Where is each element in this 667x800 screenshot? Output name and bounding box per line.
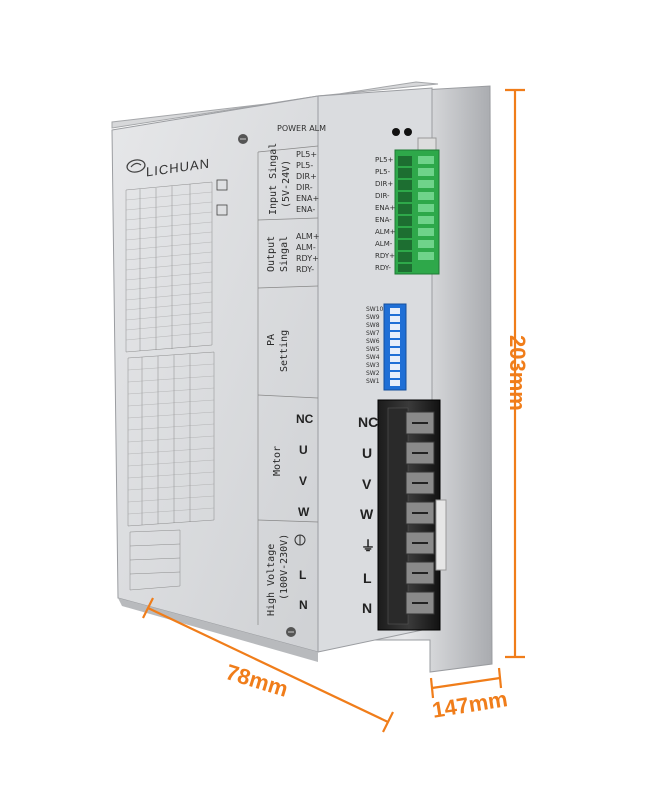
high-voltage-label: High Voltage bbox=[266, 543, 277, 616]
input-pin-5: ENA+ bbox=[296, 194, 320, 203]
screw-icon bbox=[238, 134, 296, 637]
sw-label-4: SW4 bbox=[366, 354, 380, 361]
output-pin-1: ALM+ bbox=[296, 232, 320, 241]
dimension-lines bbox=[142, 88, 525, 733]
sw-label-9: SW9 bbox=[366, 314, 380, 321]
conn-pin-2: PL5- bbox=[375, 168, 391, 176]
dip-switch-icon[interactable] bbox=[383, 303, 407, 391]
sw-label-5: SW5 bbox=[366, 346, 380, 353]
sw-label-10: SW10 bbox=[366, 306, 384, 313]
terminal-ground: ⏚ bbox=[361, 538, 375, 554]
conn-pin-9: RDY+ bbox=[375, 252, 396, 260]
conn-pin-7: ALM+ bbox=[375, 228, 396, 236]
pa-label: PA bbox=[266, 333, 277, 346]
sw-label-6: SW6 bbox=[366, 338, 380, 345]
terminal-w: W bbox=[360, 506, 374, 522]
conn-pin-4: DIR- bbox=[375, 192, 390, 200]
output-pin-2: ALM- bbox=[296, 243, 316, 252]
sw-label-2: SW2 bbox=[366, 370, 380, 377]
legend-table bbox=[129, 529, 181, 591]
sw-label-3: SW3 bbox=[366, 362, 380, 369]
current-table-rows bbox=[125, 191, 213, 341]
panel-terminal-n: N bbox=[299, 598, 308, 612]
conn-pin-10: RDY- bbox=[375, 264, 391, 272]
panel-terminal-w: W bbox=[298, 505, 310, 519]
output-signal-label: Output bbox=[266, 235, 277, 272]
terminal-n: N bbox=[362, 600, 373, 616]
conn-pin-3: DIR+ bbox=[375, 180, 394, 188]
output-pin-4: RDY- bbox=[296, 265, 315, 274]
signal-connector[interactable] bbox=[394, 137, 440, 275]
input-pin-2: PL5- bbox=[296, 161, 314, 170]
sw-label-7: SW7 bbox=[366, 330, 380, 337]
opto-icon bbox=[216, 179, 228, 216]
height-dimension: 203mm bbox=[505, 335, 530, 411]
ground-icon bbox=[294, 534, 306, 546]
terminal-block-icon[interactable] bbox=[377, 399, 447, 631]
panel-terminal-nc: NC bbox=[296, 412, 314, 426]
input-voltage-label: (5V-24V) bbox=[281, 159, 292, 208]
bottom-flange bbox=[118, 598, 318, 662]
conn-pin-5: ENA+ bbox=[375, 204, 396, 212]
input-pin-4: DIR- bbox=[296, 183, 313, 192]
panel-terminal-u: U bbox=[299, 443, 308, 457]
motor-label: Motor bbox=[272, 445, 283, 476]
conn-pin-8: ALM- bbox=[375, 240, 393, 248]
high-voltage-range-label: (100V-230V) bbox=[279, 533, 290, 600]
status-label: POWER ALM bbox=[277, 124, 327, 133]
current-table bbox=[125, 181, 213, 353]
led-icon bbox=[392, 128, 412, 136]
terminal-u: U bbox=[362, 445, 373, 461]
panel-terminal-l: L bbox=[299, 568, 307, 582]
pa-setting-label: Setting bbox=[279, 329, 290, 372]
input-pin-6: ENA- bbox=[296, 205, 316, 214]
sw-label-8: SW8 bbox=[366, 322, 380, 329]
terminal-nc: NC bbox=[358, 414, 379, 430]
logo-icon bbox=[126, 159, 146, 173]
sw-label-1: SW1 bbox=[366, 378, 380, 385]
panel-terminal-v: V bbox=[299, 474, 308, 488]
input-pin-3: DIR+ bbox=[296, 172, 317, 181]
output-pin-3: RDY+ bbox=[296, 254, 319, 263]
terminal-v: V bbox=[362, 476, 372, 492]
input-signal-label: Input Singal bbox=[268, 142, 279, 215]
input-pin-1: PL5+ bbox=[296, 150, 318, 159]
output-signal-label-2: Singal bbox=[279, 235, 290, 272]
conn-pin-1: PL5+ bbox=[375, 156, 394, 164]
conn-pin-6: ENA- bbox=[375, 216, 392, 224]
pulse-table-rows bbox=[127, 363, 215, 515]
terminal-l: L bbox=[363, 570, 372, 586]
